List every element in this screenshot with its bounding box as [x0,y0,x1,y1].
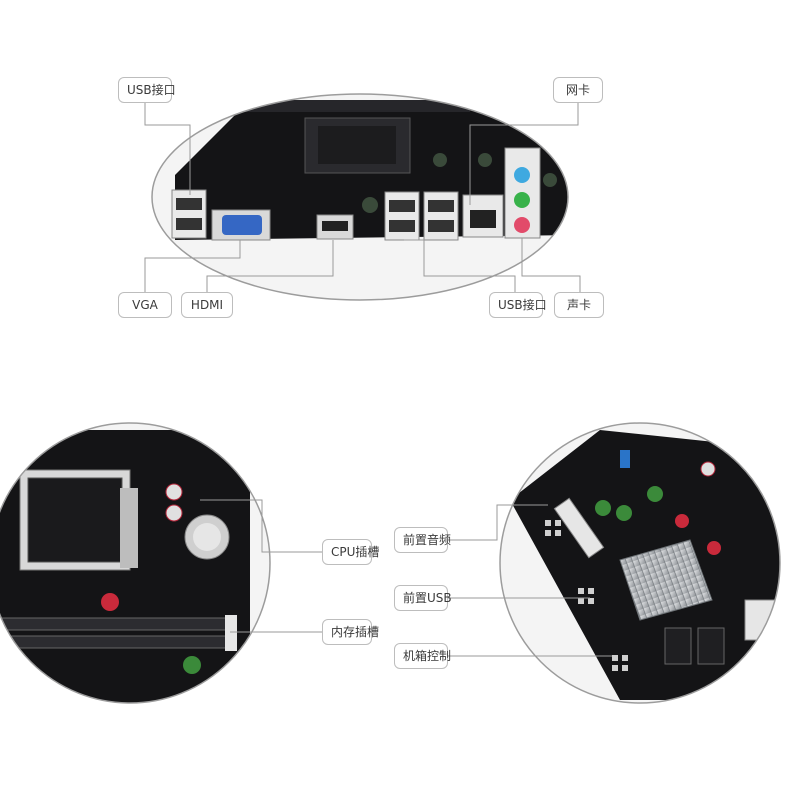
label-vga: VGA [118,292,172,318]
cpu-socket [19,469,138,571]
rear-io-outline [151,93,569,301]
label-front-usb: 前置USB [394,585,452,611]
leader-lines [144,100,612,657]
label-memory-slot: 内存插槽 [322,619,379,645]
label-case-control: 机箱控制 [394,643,451,669]
vga-port [211,209,271,241]
label-network-card: 网卡 [553,77,603,103]
label-front-audio: 前置音频 [394,527,451,553]
ethernet-port [462,194,504,238]
label-hdmi: HDMI [181,292,233,318]
chipset-heatsink [619,539,713,621]
audio-jacks [504,147,541,239]
label-cpu-socket: CPU插槽 [322,539,379,565]
headers-closeup [499,422,781,704]
usb-port-stack-1 [384,191,420,241]
label-sound-card: 声卡 [554,292,604,318]
memory-slots [0,615,237,651]
usb-port-stack-2 [423,191,459,241]
rear-io-closeup [151,93,569,301]
hdmi-port [316,214,354,240]
usb-port-left [171,189,207,239]
label-usb-bottom: USB接口 [489,292,547,318]
label-usb-top: USB接口 [118,77,176,103]
cpu-area-closeup [0,422,271,704]
